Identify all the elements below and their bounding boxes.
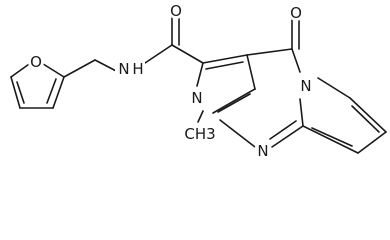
amide-nh-n-label: N — [118, 60, 129, 78]
atoms: O O N H N CH3 N N O — [28, 2, 315, 160]
bond — [10, 76, 21, 109]
bond — [317, 77, 351, 99]
bond — [212, 88, 256, 114]
bond — [197, 110, 204, 123]
bridgehead-n-label: N — [300, 77, 311, 95]
furan-oxygen-label: O — [30, 53, 42, 71]
bond — [302, 125, 359, 154]
methyl-label: CH3 — [184, 125, 215, 143]
ketone-oxygen-label: O — [290, 4, 302, 22]
bond — [171, 44, 204, 64]
bond — [246, 48, 293, 56]
bond — [205, 61, 244, 70]
bond — [269, 120, 297, 140]
amide-oxygen-label: O — [170, 2, 182, 20]
bond — [141, 44, 173, 66]
amide-nh-h-label: H — [132, 60, 143, 78]
bond — [351, 105, 380, 133]
bond — [16, 81, 25, 104]
bond — [202, 54, 248, 64]
bond — [39, 61, 65, 78]
bond — [357, 131, 387, 154]
bonds — [10, 15, 387, 154]
bond — [219, 119, 256, 148]
bond — [291, 48, 301, 73]
pyrrole-n-label: N — [191, 89, 202, 107]
bond — [217, 93, 251, 113]
pyrimidine-n-label: N — [257, 142, 268, 160]
bond — [46, 78, 57, 104]
bond — [246, 54, 256, 90]
bond — [349, 97, 387, 133]
bond — [311, 127, 353, 147]
bond — [299, 98, 304, 127]
molecule-structure: O O N H N CH3 N N O — [10, 2, 387, 160]
bond — [196, 62, 204, 87]
bond — [63, 59, 96, 78]
bond — [271, 125, 304, 148]
bond — [52, 76, 65, 109]
